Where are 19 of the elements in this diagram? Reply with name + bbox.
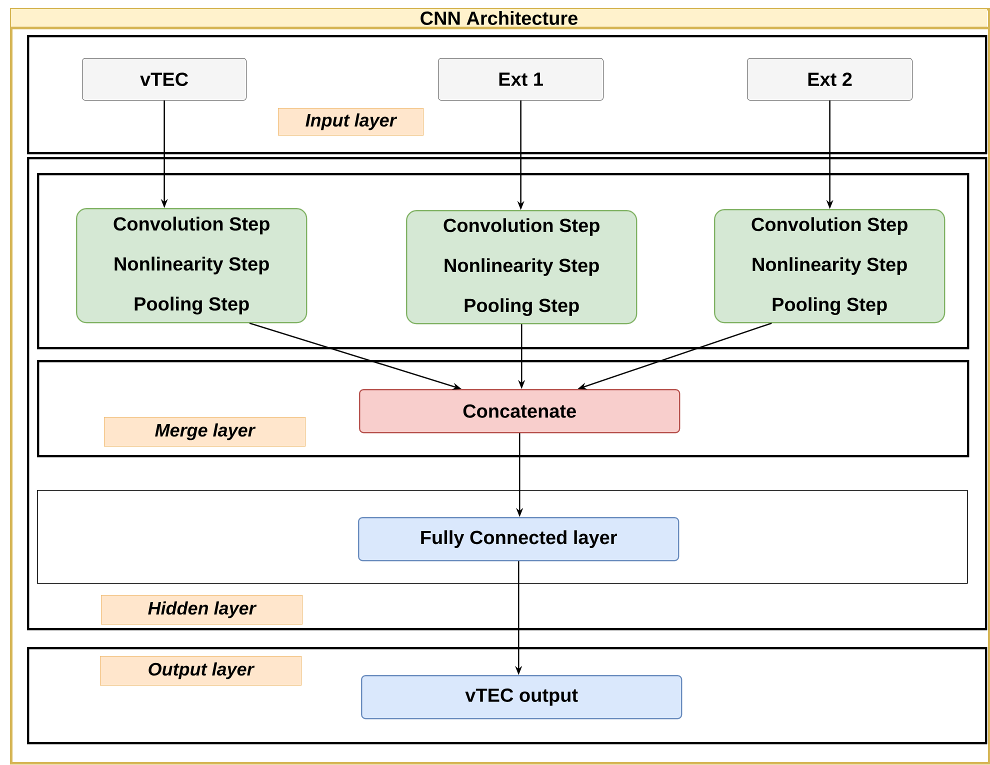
step-box: Convolution Step Nonlinearity Step Pooling Step bbox=[76, 208, 308, 324]
layer-box bbox=[27, 157, 988, 630]
process-box: Fully Connected layer bbox=[358, 517, 680, 562]
step-box: Convolution Step Nonlinearity Step Pooling Step bbox=[406, 210, 638, 324]
step-box: Convolution Step Nonlinearity Step Pooling Step bbox=[714, 209, 946, 324]
process-box: Concatenate bbox=[359, 389, 680, 434]
input-box: vTEC bbox=[82, 58, 247, 101]
layer-box bbox=[37, 173, 970, 350]
process-box: vTEC output bbox=[361, 675, 682, 720]
layer-box bbox=[37, 490, 968, 584]
layer-tag: Output layer bbox=[100, 656, 302, 686]
layer-box bbox=[27, 647, 988, 744]
layer-tag: Merge layer bbox=[104, 417, 306, 447]
layer-tag: Hidden layer bbox=[101, 595, 303, 625]
input-box: Ext 2 bbox=[747, 58, 913, 101]
layer-tag: Input layer bbox=[278, 108, 424, 136]
layer-box bbox=[37, 360, 970, 458]
layer-box bbox=[27, 35, 988, 154]
input-box: Ext 1 bbox=[438, 58, 604, 101]
